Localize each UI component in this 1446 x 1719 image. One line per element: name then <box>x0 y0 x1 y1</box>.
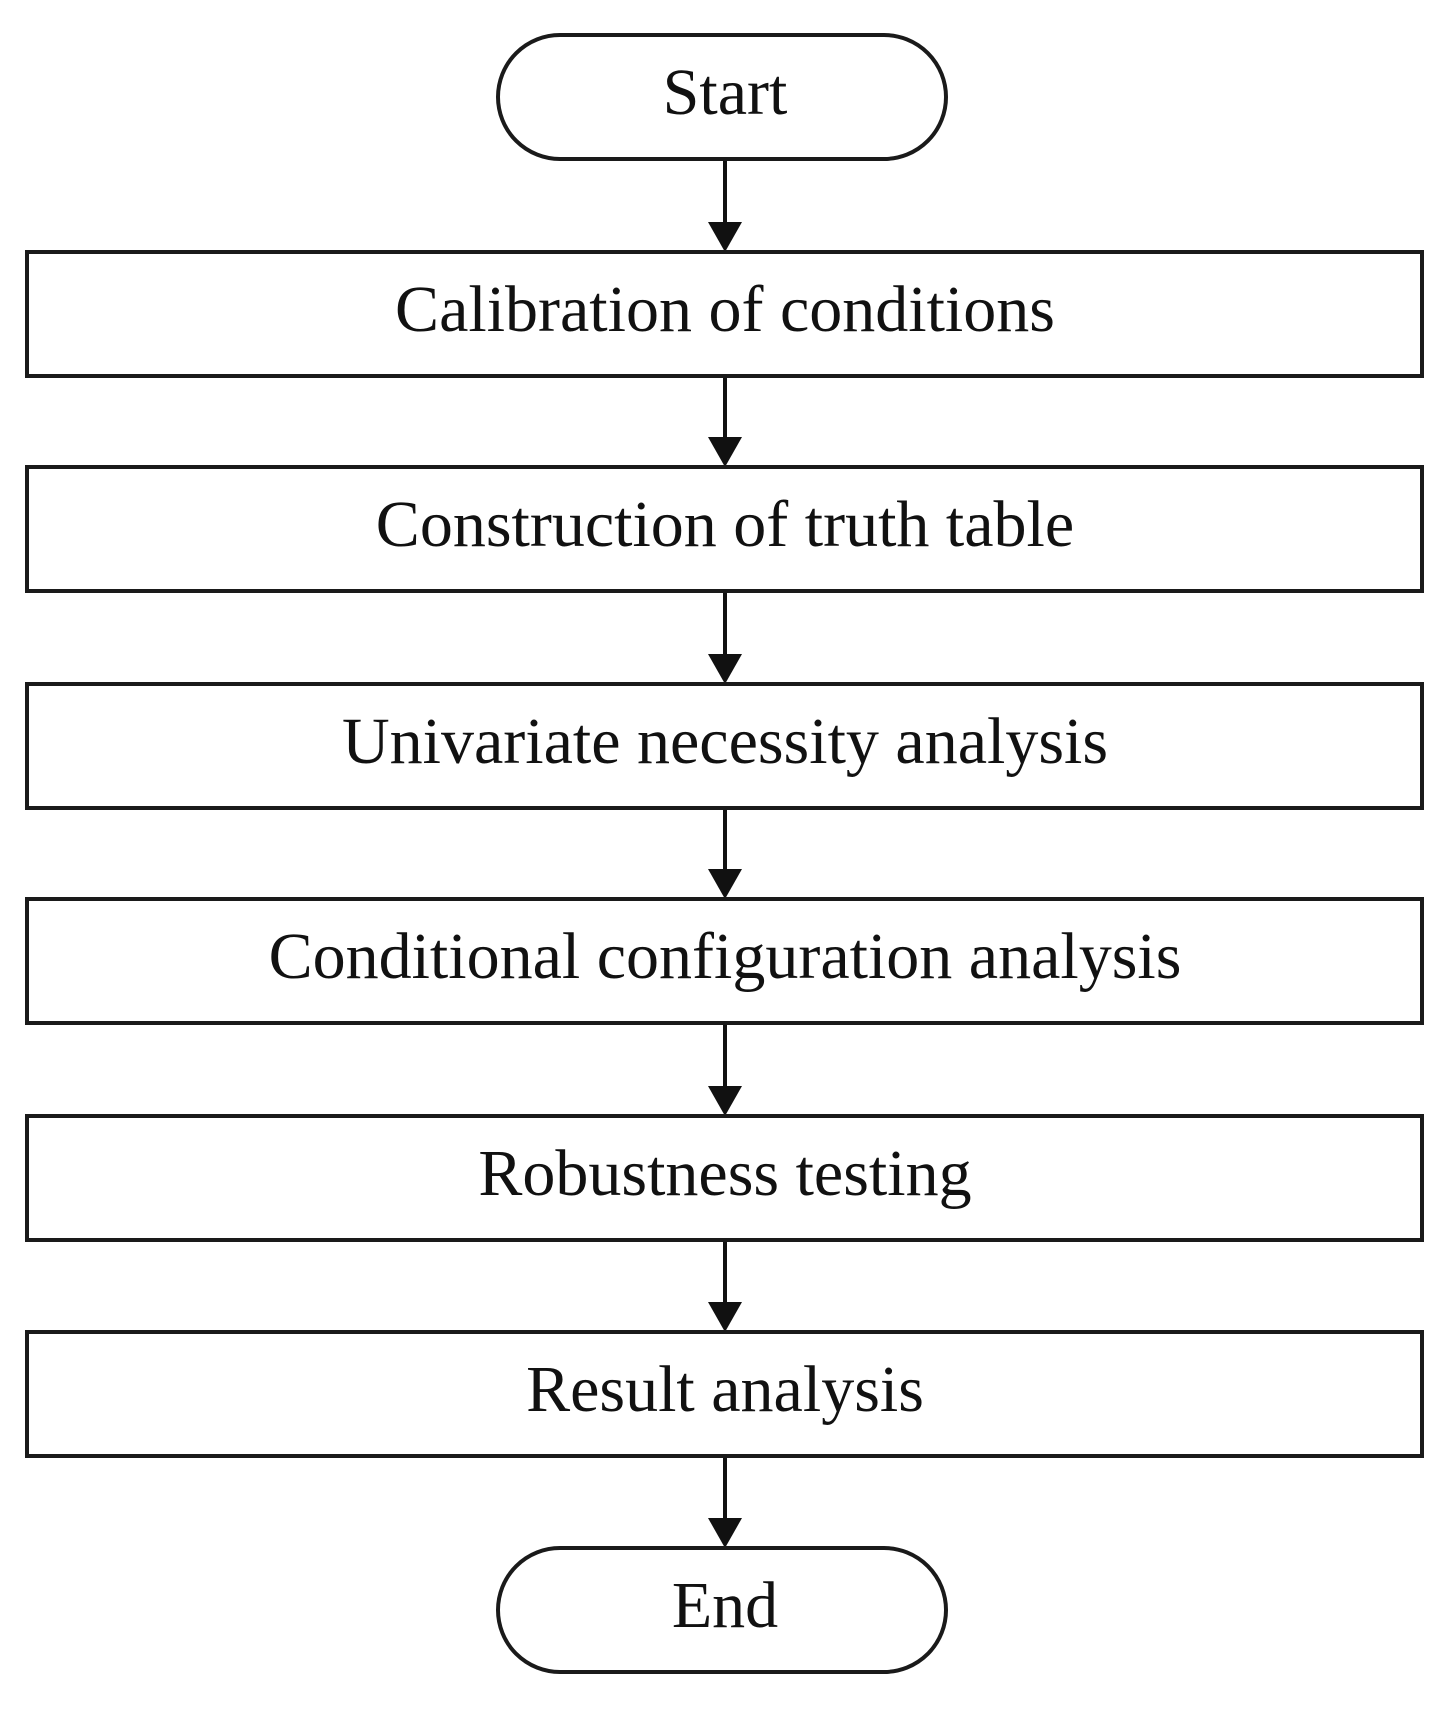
process-box <box>25 1114 1424 1242</box>
process-box <box>25 682 1424 810</box>
node-label: Calibration of conditions <box>395 273 1055 346</box>
node-robustness: Robustness testing <box>25 1114 1424 1242</box>
node-result: Result analysis <box>25 1330 1424 1458</box>
terminal-shape <box>496 1546 948 1674</box>
arrowhead <box>708 222 742 252</box>
terminal-shape <box>496 33 948 161</box>
arrow-truth-table-to-necessity <box>708 591 742 684</box>
node-end: End <box>496 1546 948 1674</box>
arrow-calibration-to-truth-table <box>708 376 742 467</box>
arrowhead <box>708 1518 742 1548</box>
node-label: Result analysis <box>526 1353 924 1426</box>
arrow-necessity-to-configuration <box>708 808 742 899</box>
node-label: Univariate necessity analysis <box>342 705 1108 778</box>
process-box <box>25 897 1424 1025</box>
arrowhead <box>708 869 742 899</box>
arrowhead <box>708 654 742 684</box>
node-label: Construction of truth table <box>376 488 1074 561</box>
arrow-start-to-calibration <box>708 159 742 252</box>
node-label: Conditional configuration analysis <box>269 920 1182 993</box>
node-label: End <box>672 1569 778 1642</box>
process-box <box>25 1330 1424 1458</box>
arrow-robustness-to-result <box>708 1240 742 1332</box>
node-label: Robustness testing <box>478 1137 971 1210</box>
process-box <box>25 465 1424 593</box>
arrow-configuration-to-robustness <box>708 1023 742 1116</box>
arrowhead <box>708 437 742 467</box>
node-start: Start <box>496 33 948 161</box>
node-calibration: Calibration of conditions <box>25 250 1424 378</box>
node-label: Start <box>663 56 788 129</box>
edges-layer <box>708 159 742 1548</box>
process-box <box>25 250 1424 378</box>
node-truth-table: Construction of truth table <box>25 465 1424 593</box>
arrowhead <box>708 1302 742 1332</box>
arrow-result-to-end <box>708 1456 742 1548</box>
arrowhead <box>708 1086 742 1116</box>
node-necessity: Univariate necessity analysis <box>25 682 1424 810</box>
node-configuration: Conditional configuration analysis <box>25 897 1424 1025</box>
